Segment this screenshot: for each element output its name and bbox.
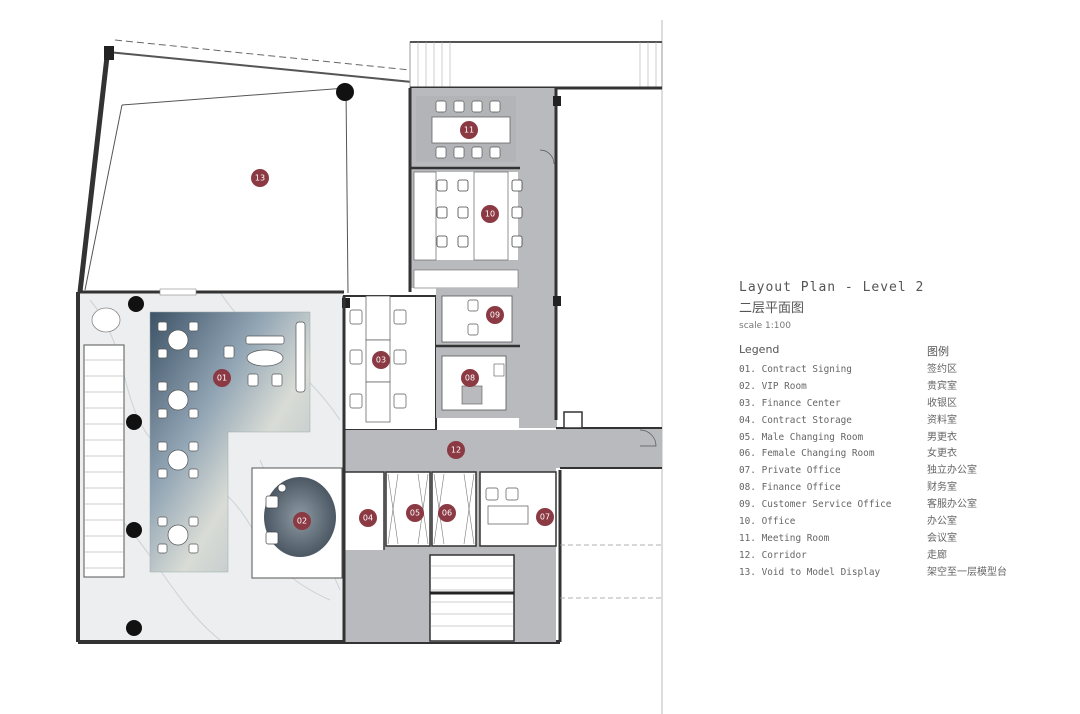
svg-text:04: 04 xyxy=(363,514,373,523)
plan-title-zh: 二层平面图 xyxy=(739,301,805,316)
room-marker-13: 13 xyxy=(251,169,269,187)
svg-text:08: 08 xyxy=(465,374,475,383)
svg-text:13: 13 xyxy=(255,174,265,183)
svg-text:03: 03 xyxy=(376,356,386,365)
plan-title-en: Layout Plan - Level 2 xyxy=(739,280,925,295)
legend-label-zh: 图例 xyxy=(927,345,949,358)
svg-text:05: 05 xyxy=(410,509,420,518)
room-marker-04: 04 xyxy=(359,509,377,527)
room-marker-06: 06 xyxy=(438,504,456,522)
legend-label-en: Legend xyxy=(739,343,780,356)
floor-plan-drawing: 13 11 10 09 08 03 01 12 02 04 05 06 07 xyxy=(76,20,663,714)
room-marker-08: 08 xyxy=(461,369,479,387)
room-marker-05: 05 xyxy=(406,504,424,522)
room-marker-02: 02 xyxy=(293,512,311,530)
room-marker-11: 11 xyxy=(460,121,478,139)
plan-scale: scale 1:100 xyxy=(739,321,791,331)
room-marker-07: 07 xyxy=(536,508,554,526)
svg-text:01: 01 xyxy=(217,374,227,383)
svg-text:09: 09 xyxy=(490,311,500,320)
room-marker-09: 09 xyxy=(486,306,504,324)
svg-text:06: 06 xyxy=(442,509,452,518)
void-area-outline xyxy=(80,50,410,295)
room-marker-12: 12 xyxy=(447,441,465,459)
svg-text:11: 11 xyxy=(464,126,474,135)
room-marker-10: 10 xyxy=(481,205,499,223)
svg-text:02: 02 xyxy=(297,517,307,526)
legend-header: Legend 图例 xyxy=(739,343,1069,359)
room-marker-01: 01 xyxy=(213,369,231,387)
svg-text:12: 12 xyxy=(451,446,461,455)
svg-text:10: 10 xyxy=(485,210,495,219)
plan-info-panel: Layout Plan - Level 2 二层平面图 scale 1:100 … xyxy=(739,280,1069,582)
svg-text:07: 07 xyxy=(540,513,550,522)
room-marker-03: 03 xyxy=(372,351,390,369)
